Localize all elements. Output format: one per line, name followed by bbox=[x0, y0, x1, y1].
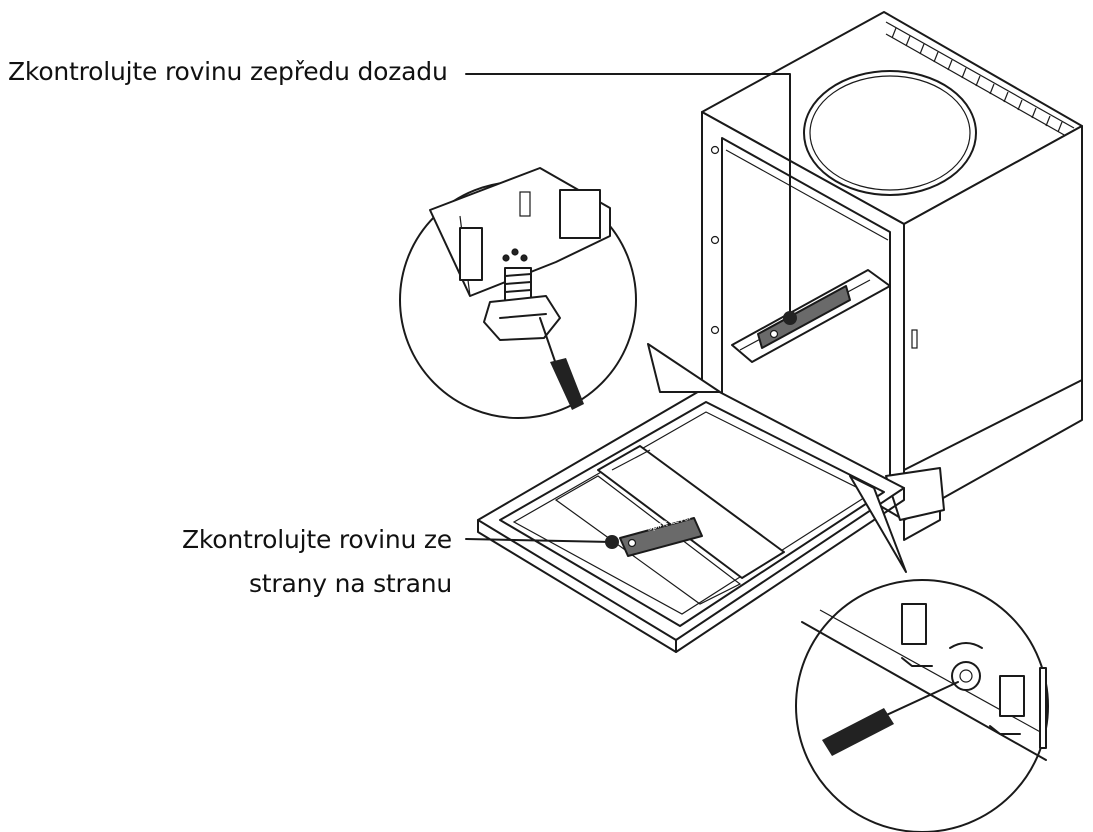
annotation-side-to-side-line2: strany na stranu bbox=[248, 569, 452, 598]
leader-lines bbox=[465, 73, 797, 549]
screwdriver-icon bbox=[539, 317, 584, 410]
dishwasher-cabinet bbox=[701, 11, 1083, 541]
magnified-rear-foot bbox=[399, 167, 721, 419]
dishwasher-door bbox=[477, 385, 905, 653]
screwdriver-icon bbox=[822, 681, 959, 756]
annotation-front-to-back: Zkontrolujte rovinu zepředu dozadu bbox=[8, 57, 448, 86]
annotation-side-to-side-line1: Zkontrolujte rovinu ze bbox=[181, 525, 452, 554]
magnified-front-adjuster bbox=[795, 475, 1049, 832]
